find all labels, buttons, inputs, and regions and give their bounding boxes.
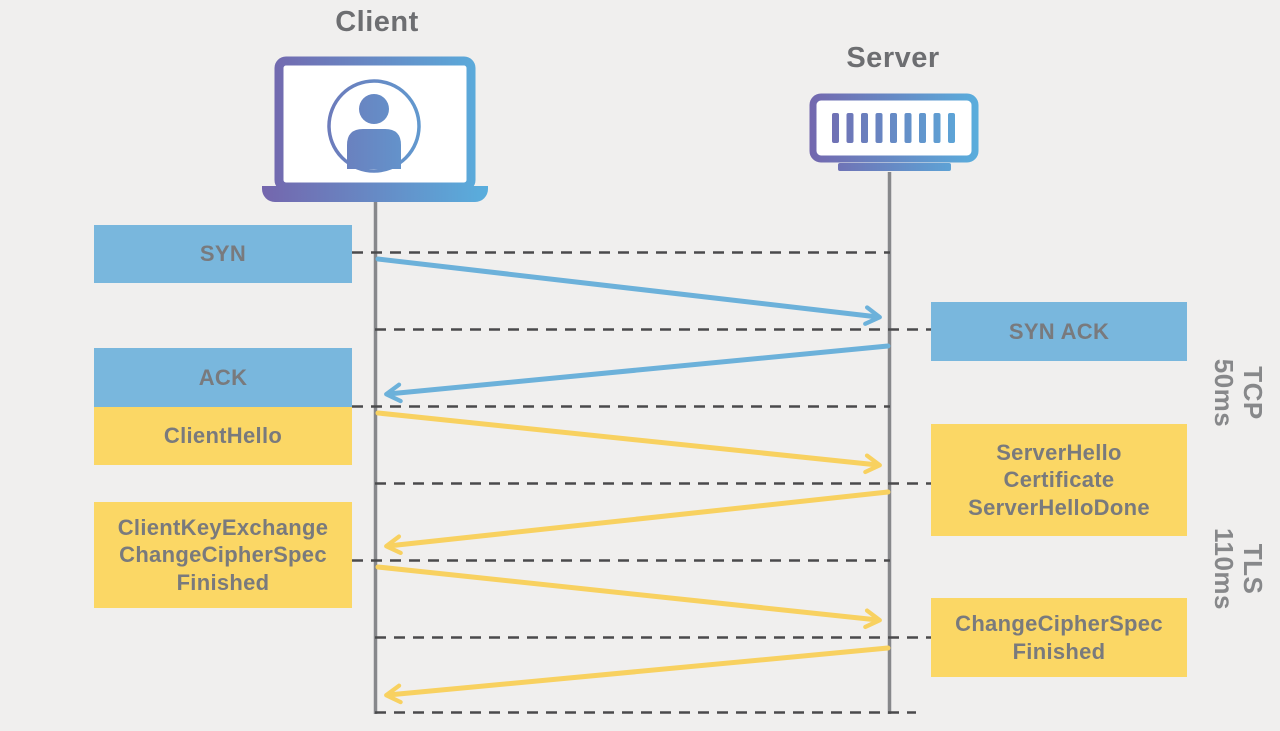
user-avatar-icon — [327, 79, 421, 173]
message-box-syn-ack: SYN ACK — [931, 302, 1187, 361]
message-box-server-hello: ServerHello Certificate ServerHelloDone — [931, 424, 1187, 536]
arrow-change-cipher-spec — [384, 645, 891, 705]
timeline-dashed-lines — [352, 251, 931, 714]
arrow-server-hello — [384, 489, 891, 556]
message-box-change-cipher-spec: ChangeCipherSpec Finished — [931, 598, 1187, 677]
client-title: Client — [335, 6, 419, 38]
message-box-ack: ACK — [94, 348, 352, 407]
server-title: Server — [846, 42, 940, 74]
message-box-client-hello: ClientHello — [94, 407, 352, 465]
arrow-syn-ack — [384, 343, 891, 404]
tcp-phase-duration-label: TCP 50ms — [1209, 358, 1269, 428]
tls-phase-duration-label: TLS 110ms — [1209, 527, 1269, 611]
arrow-syn — [375, 256, 882, 326]
server-slots — [832, 113, 955, 143]
arrow-client-key-exchange — [375, 564, 882, 630]
server-icon — [809, 93, 979, 171]
arrow-client-hello — [375, 410, 882, 475]
message-box-client-key-exchange: ClientKeyExchange ChangeCipherSpec Finis… — [94, 502, 352, 608]
message-box-syn: SYN — [94, 225, 352, 283]
client-laptop-icon — [262, 56, 488, 202]
